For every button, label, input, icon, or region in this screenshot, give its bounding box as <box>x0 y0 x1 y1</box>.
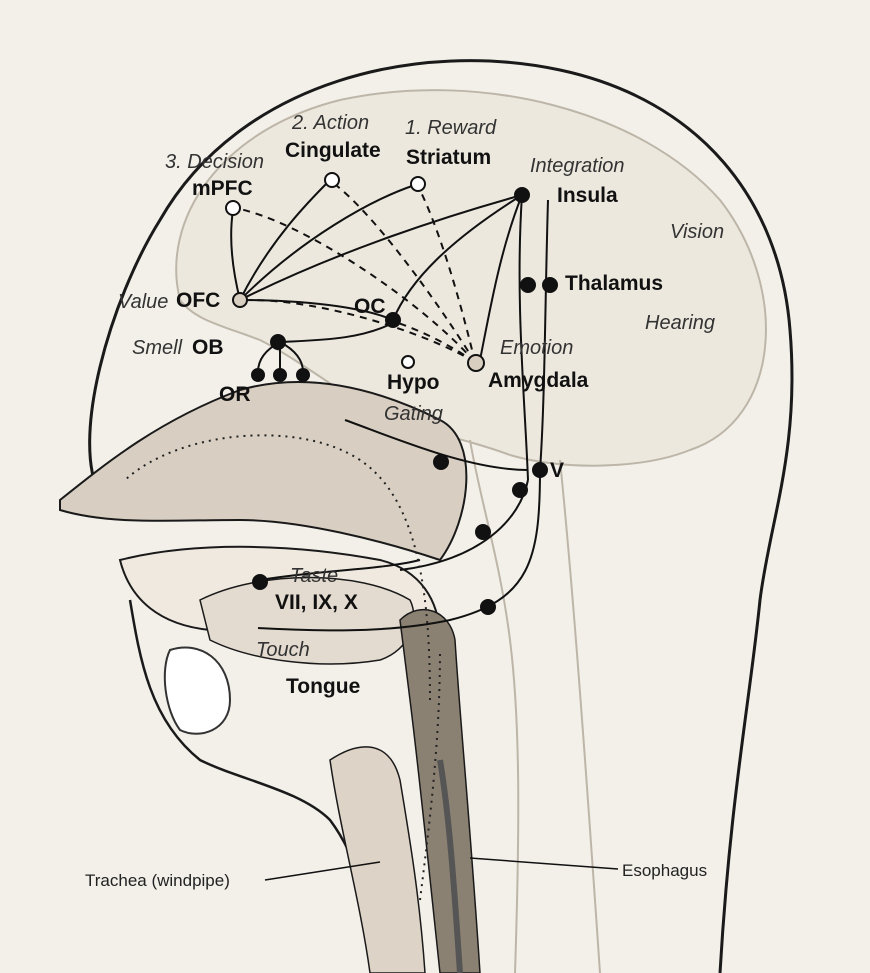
throat-tissue <box>399 609 481 973</box>
gating-label: Gating <box>384 403 443 425</box>
hypo-label: Hypo <box>387 371 440 394</box>
emotion-label: Emotion <box>500 337 574 359</box>
mpfc-node <box>225 200 241 216</box>
v-label: V <box>550 459 565 482</box>
v-node-4 <box>475 524 491 540</box>
vision-label: Vision <box>670 221 725 243</box>
touch-label: Touch <box>256 639 310 661</box>
esophagus-tube <box>437 759 463 973</box>
jaw-bone <box>163 646 232 735</box>
thalamus-node-left <box>520 277 536 293</box>
or-label: OR <box>219 383 251 406</box>
cingulate-label: Cingulate <box>285 139 381 162</box>
mpfc-label: mPFC <box>192 177 253 200</box>
trachea-label: Trachea (windpipe) <box>85 871 230 890</box>
ob-label: OB <box>192 336 224 359</box>
action-label: 2. Action <box>292 112 370 134</box>
cranial-nerves-label: VII, IX, X <box>275 591 358 614</box>
ob-node <box>270 334 286 350</box>
oc-node <box>385 312 401 328</box>
neck-line <box>559 459 601 973</box>
airflow-arrow <box>419 649 441 901</box>
v-node-2 <box>532 462 548 478</box>
amygdala-connections <box>234 181 476 363</box>
value-label: Value <box>118 291 169 313</box>
v-node-1 <box>433 454 449 470</box>
or-node-2 <box>273 368 287 382</box>
ofc-connections <box>230 179 523 321</box>
smell-label: Smell <box>132 337 183 359</box>
nodes <box>225 172 558 615</box>
integration-label: Integration <box>530 155 625 177</box>
cingulate-node <box>324 172 340 188</box>
thalamus-label: Thalamus <box>565 272 664 295</box>
or-node-3 <box>296 368 310 382</box>
striatum-label: Striatum <box>406 146 492 169</box>
or-node-1 <box>251 368 265 382</box>
insula-label: Insula <box>557 184 618 207</box>
tongue-label: Tongue <box>286 675 361 698</box>
reward-label: 1. Reward <box>405 117 497 139</box>
orthonasal-arrow <box>124 434 361 481</box>
head-outline <box>88 59 794 973</box>
striatum-node <box>410 176 426 192</box>
taste-label: Taste <box>290 565 339 587</box>
trachea-shape <box>329 746 426 973</box>
decision-label: 3. Decision <box>165 151 264 173</box>
ofc-label: OFC <box>176 289 221 312</box>
hearing-label: Hearing <box>645 312 716 334</box>
retronasal-arrow <box>359 459 431 701</box>
v-node-3 <box>512 482 528 498</box>
insula-node <box>514 187 530 203</box>
amygdala-label: Amygdala <box>488 369 589 392</box>
touch-node <box>480 599 496 615</box>
esophagus-label: Esophagus <box>622 861 708 880</box>
oc-label: OC <box>354 295 386 318</box>
taste-node <box>252 574 268 590</box>
ofc-node <box>232 292 248 308</box>
hypo-node <box>401 355 415 369</box>
amygdala-node <box>467 354 485 372</box>
thalamus-node-right <box>542 277 558 293</box>
brainstem <box>469 439 520 973</box>
